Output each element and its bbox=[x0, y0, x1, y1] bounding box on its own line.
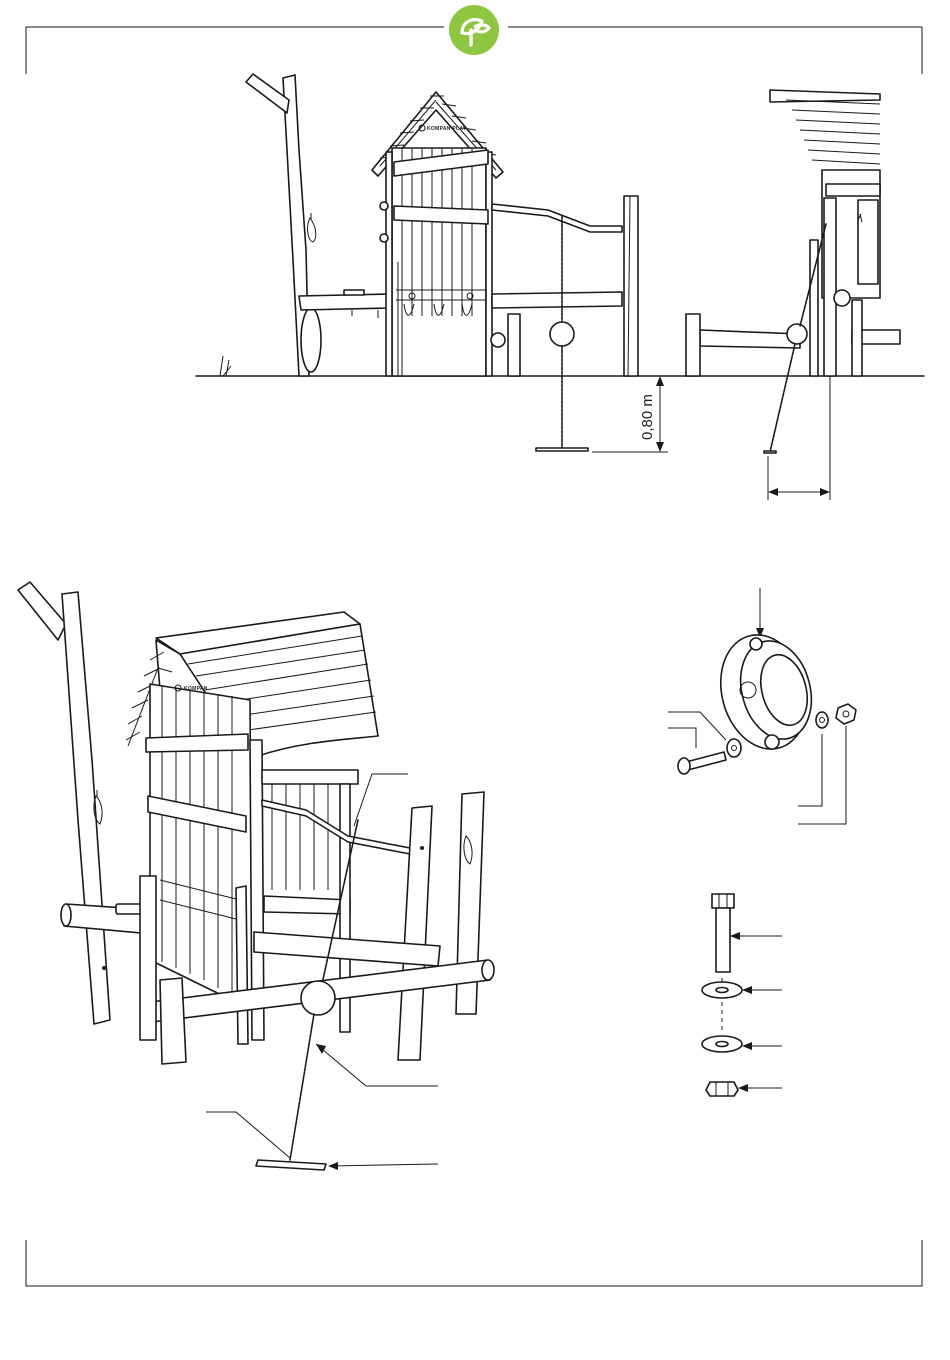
height-dimension-label: 0,80 m bbox=[639, 394, 656, 440]
playhouse-tower: KOMPAN PLAY bbox=[372, 92, 503, 376]
foot-plate bbox=[536, 448, 588, 451]
brand-label: KOMPAN PLAY bbox=[427, 126, 467, 132]
rail-post bbox=[624, 196, 638, 376]
perspective-foot-plate bbox=[256, 1160, 326, 1170]
chain-with-ball bbox=[536, 216, 588, 451]
perspective-view: KOMPAN bbox=[18, 582, 494, 1170]
tall-branch-pole bbox=[246, 74, 321, 376]
side-view-tower bbox=[686, 90, 900, 453]
leaf-logo-icon bbox=[449, 5, 499, 55]
offset-dimension bbox=[768, 376, 830, 500]
height-dimension: 0,80 m bbox=[592, 376, 668, 452]
grass-tuft bbox=[220, 356, 231, 376]
flat-washer-bottom bbox=[702, 1036, 742, 1052]
clamp-hardware-detail bbox=[668, 588, 856, 824]
bolt-kit-detail bbox=[702, 894, 782, 1096]
perspective-brand-label: KOMPAN bbox=[184, 686, 208, 692]
perspective-handrail bbox=[262, 792, 484, 1060]
hex-bolt bbox=[712, 894, 734, 972]
side-elevation-view: KOMPAN PLAY bbox=[196, 74, 924, 500]
hex-nut bbox=[706, 1082, 738, 1096]
flat-washer-top bbox=[702, 982, 742, 998]
perspective-rail-post bbox=[398, 806, 432, 1060]
perspective-tall-pole bbox=[18, 582, 110, 1024]
